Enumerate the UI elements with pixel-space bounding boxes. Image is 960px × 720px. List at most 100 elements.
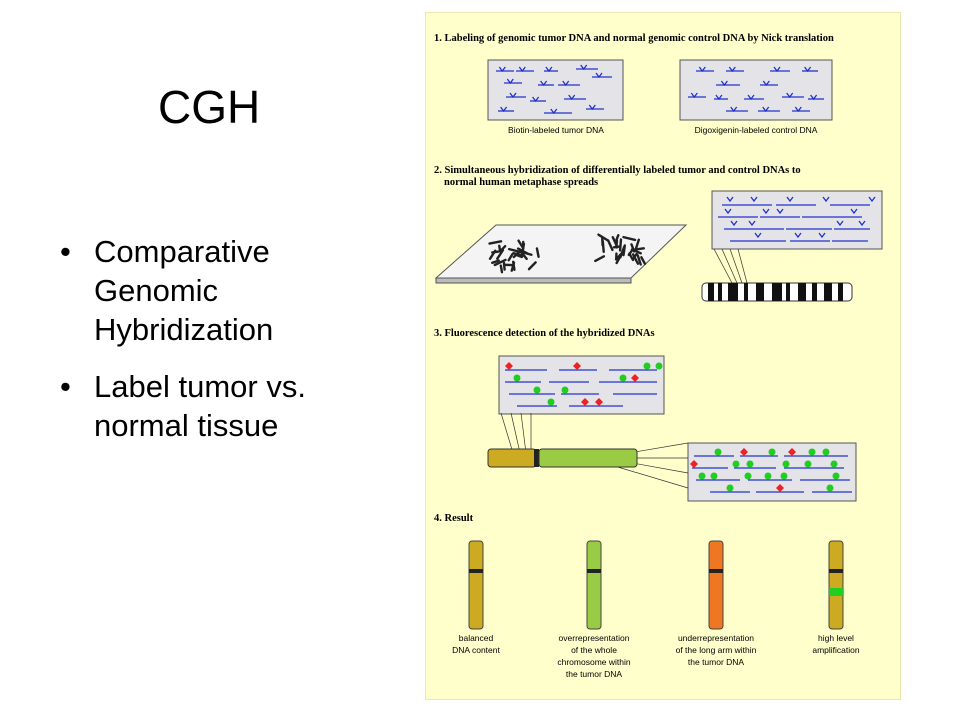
control-signal bbox=[804, 460, 812, 468]
metaphase-chromosome bbox=[622, 235, 637, 242]
result-caption: high level bbox=[818, 633, 854, 643]
bullet-item: •Label tumor vs. normal tissue bbox=[60, 367, 380, 445]
label-tick bbox=[580, 64, 588, 71]
label-tick bbox=[822, 196, 830, 203]
label-tick bbox=[562, 80, 570, 87]
metaphase-chromosome bbox=[615, 233, 620, 242]
step2-title-line2: normal human metaphase spreads bbox=[444, 177, 598, 188]
metaphase-chromosome bbox=[611, 236, 619, 249]
result-caption: DNA content bbox=[452, 645, 500, 655]
label-tick bbox=[690, 92, 698, 99]
tumor-signal bbox=[573, 362, 581, 370]
step4-title: 4. Result bbox=[434, 513, 474, 524]
label-tick bbox=[726, 196, 734, 203]
metaphase-chromosome bbox=[499, 264, 504, 274]
label-tick bbox=[794, 106, 802, 113]
hybridization-zoom-box bbox=[711, 190, 883, 250]
control-signal bbox=[826, 484, 834, 492]
control-signal bbox=[513, 374, 521, 382]
label-tick bbox=[568, 94, 576, 101]
tumor-signal bbox=[595, 398, 603, 406]
chromosome-band bbox=[786, 283, 790, 301]
control-signal bbox=[655, 362, 663, 370]
label-tick bbox=[728, 66, 736, 73]
control-signal bbox=[698, 472, 706, 480]
label-tick bbox=[509, 92, 517, 99]
tumor-signal bbox=[631, 374, 639, 382]
label-tick bbox=[794, 232, 802, 239]
label-tick bbox=[762, 208, 770, 215]
metaphase-chromosome bbox=[614, 252, 623, 261]
control-signal bbox=[547, 398, 555, 406]
banded-chromosome bbox=[701, 282, 853, 302]
chromosome-band bbox=[728, 283, 738, 301]
tumor-signal bbox=[776, 484, 784, 492]
label-tick bbox=[762, 80, 770, 87]
label-tick bbox=[500, 106, 508, 113]
label-tick bbox=[762, 106, 770, 113]
result-caption: overrepresentation bbox=[559, 633, 630, 643]
result-chromosome bbox=[828, 540, 844, 630]
label-tick bbox=[720, 80, 728, 87]
metaphase-chromosome bbox=[517, 239, 524, 249]
result-caption: of the long arm within bbox=[676, 645, 757, 655]
tumor-signal bbox=[740, 448, 748, 456]
control-signal bbox=[780, 472, 788, 480]
label-tick bbox=[730, 106, 738, 113]
metaphase-chromosome bbox=[510, 261, 516, 272]
result-caption: chromosome within bbox=[557, 657, 630, 667]
metaphase-spread-right bbox=[594, 233, 647, 266]
chromosome-band bbox=[772, 283, 782, 301]
detection-left-strands bbox=[505, 362, 663, 407]
cgh-diagram: 1. Labeling of genomic tumor DNA and nor… bbox=[434, 33, 883, 679]
metaphase-chromosome bbox=[496, 249, 505, 260]
step2-title-line1: 2. Simultaneous hybridization of differe… bbox=[434, 165, 801, 176]
result-caption: underrepresentation bbox=[678, 633, 754, 643]
metaphase-chromosome bbox=[535, 247, 540, 258]
microscope-slide bbox=[434, 224, 688, 279]
metaphase-chromosome bbox=[518, 250, 533, 256]
tumor-signal bbox=[581, 398, 589, 406]
control-signal bbox=[830, 460, 838, 468]
result-centromere bbox=[829, 569, 843, 573]
bullet-glyph: • bbox=[60, 234, 71, 269]
result-chromosome bbox=[708, 540, 724, 630]
result-caption: amplification bbox=[812, 645, 860, 655]
label-tick bbox=[776, 208, 784, 215]
metaphase-chromosome bbox=[527, 261, 537, 271]
metaphase-chromosome bbox=[507, 253, 514, 262]
label-tick bbox=[532, 96, 540, 103]
tumor-signal bbox=[690, 460, 698, 468]
metaphase-chromosome bbox=[499, 244, 507, 252]
metaphase-chromosome bbox=[640, 256, 647, 265]
control-signal bbox=[533, 386, 541, 394]
label-tick bbox=[550, 108, 558, 115]
chromosome-band bbox=[812, 283, 817, 301]
control-signal bbox=[764, 472, 772, 480]
control-signal bbox=[746, 460, 754, 468]
label-tick bbox=[498, 66, 506, 73]
label-tick bbox=[698, 66, 706, 73]
metaphase-chromosome bbox=[634, 238, 641, 251]
bullet-text: Label tumor vs. normal tissue bbox=[94, 369, 306, 443]
zoom-lines-step2 bbox=[713, 248, 748, 284]
tumor-signal bbox=[788, 448, 796, 456]
chromosome-band bbox=[798, 283, 806, 301]
label-tick bbox=[506, 78, 514, 85]
metaphase-chromosome bbox=[488, 240, 503, 245]
metaphase-chromosome bbox=[488, 249, 497, 260]
label-tick bbox=[545, 66, 553, 73]
label-tick bbox=[540, 80, 548, 87]
label-tick bbox=[595, 72, 603, 79]
metaphase-chromosome bbox=[491, 259, 500, 265]
control-signal bbox=[832, 472, 840, 480]
label-tick bbox=[786, 92, 794, 99]
step1-title: 1. Labeling of genomic tumor DNA and nor… bbox=[434, 33, 834, 44]
metaphase-spread-left bbox=[488, 239, 540, 274]
control-signal bbox=[822, 448, 830, 456]
control-signal bbox=[768, 448, 776, 456]
chromosome-band bbox=[756, 283, 764, 301]
bullet-list: •Comparative Genomic Hybridization •Labe… bbox=[60, 232, 380, 463]
result-chromosome bbox=[468, 540, 484, 630]
